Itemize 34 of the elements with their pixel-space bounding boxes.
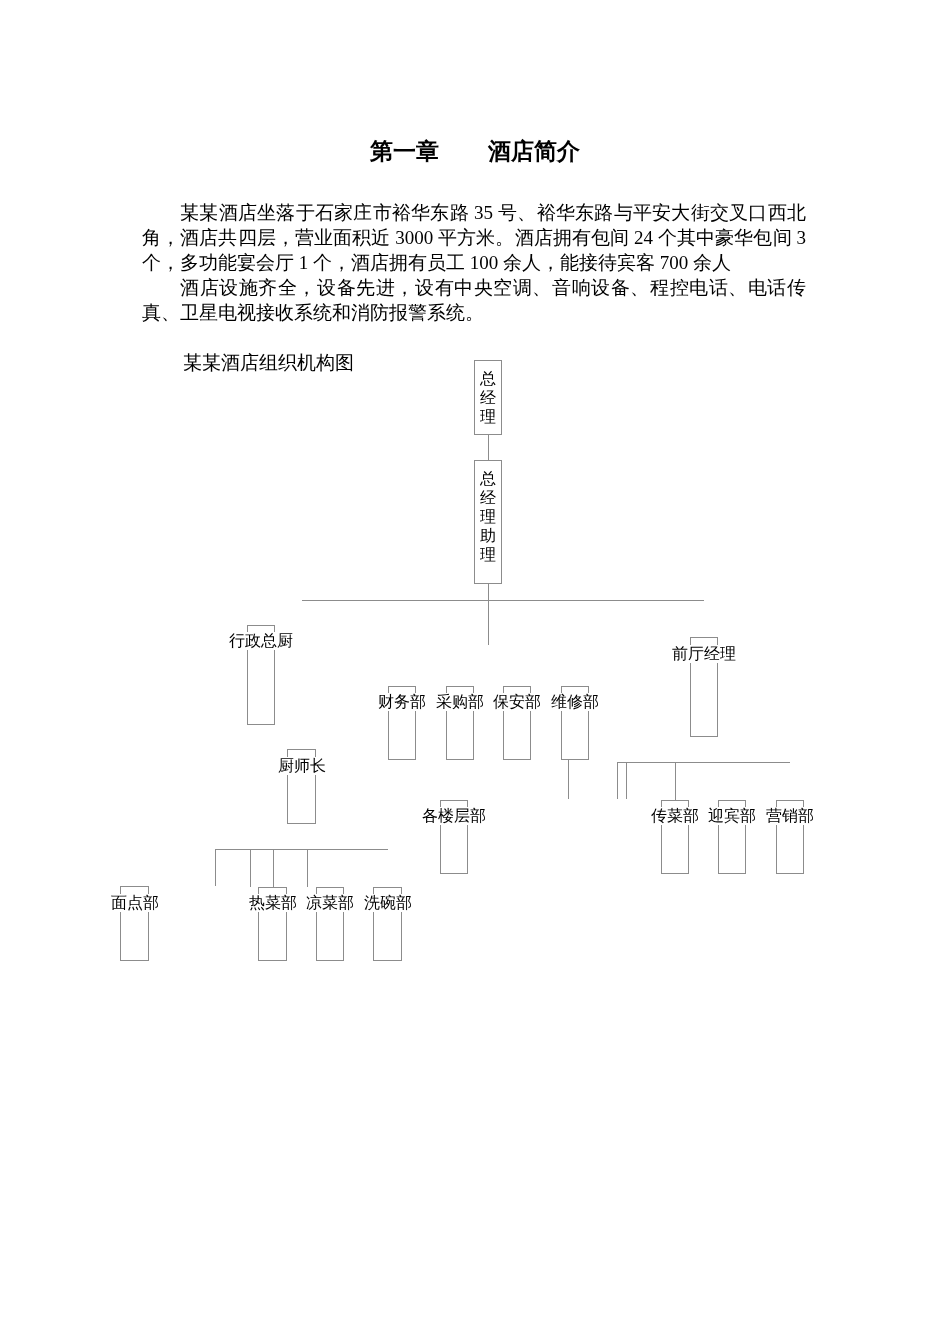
connector-line <box>488 434 489 461</box>
connector-line <box>488 600 489 646</box>
body-paragraph: 某某酒店坐落于石家庄市裕华东路 35 号、裕华东路与平安大街交叉口西北角，酒店共四层，营业面积近 3000 平方米。酒店拥有包间 24 个其中豪华包间 3 个，多功能宴会厅 1 个，酒店拥有员工 100 余人，能接待宾客 700 余人 <box>142 201 806 275</box>
job-title: 各楼层部 <box>422 807 486 825</box>
connector-line <box>215 849 216 887</box>
job-title: 维修部 <box>551 693 599 711</box>
job-title: 洗碗部 <box>363 894 412 912</box>
job-title: 财务部 <box>378 693 426 711</box>
chapter-title: 第一章 酒店简介 <box>369 139 581 165</box>
job-title: 保安部 <box>493 693 541 711</box>
org-box <box>474 460 502 584</box>
connector-line <box>617 762 618 800</box>
job-title: 面点部 <box>110 894 159 912</box>
connector-line <box>250 849 251 888</box>
job-title: 行政总厨 <box>229 632 293 650</box>
job-title: 热菜部 <box>248 894 297 912</box>
job-title: 迎宾部 <box>708 807 756 825</box>
connector-line <box>626 762 627 800</box>
job-title: 厨师长 <box>277 757 326 775</box>
job-title: 前厅经理 <box>672 645 736 663</box>
job-title: 总经理 <box>480 368 496 426</box>
job-title: 采购部 <box>436 693 484 711</box>
connector-line <box>307 849 308 888</box>
job-title: 总经理助理 <box>480 468 496 564</box>
connector-line <box>675 762 676 801</box>
body-paragraph: 酒店设施齐全，设备先进，设有中央空调、音响设备、程控电话、电话传真、卫星电视接收系统和消防报警系统。 <box>142 276 806 325</box>
connector-line <box>273 849 274 888</box>
org-box <box>474 360 502 435</box>
job-title: 传菜部 <box>651 807 699 825</box>
job-title: 营销部 <box>766 807 814 825</box>
connector-line <box>568 759 569 800</box>
chart-title: 某某酒店组织机构图 <box>183 351 354 375</box>
connector-line <box>488 583 489 601</box>
job-title: 凉菜部 <box>306 894 354 912</box>
